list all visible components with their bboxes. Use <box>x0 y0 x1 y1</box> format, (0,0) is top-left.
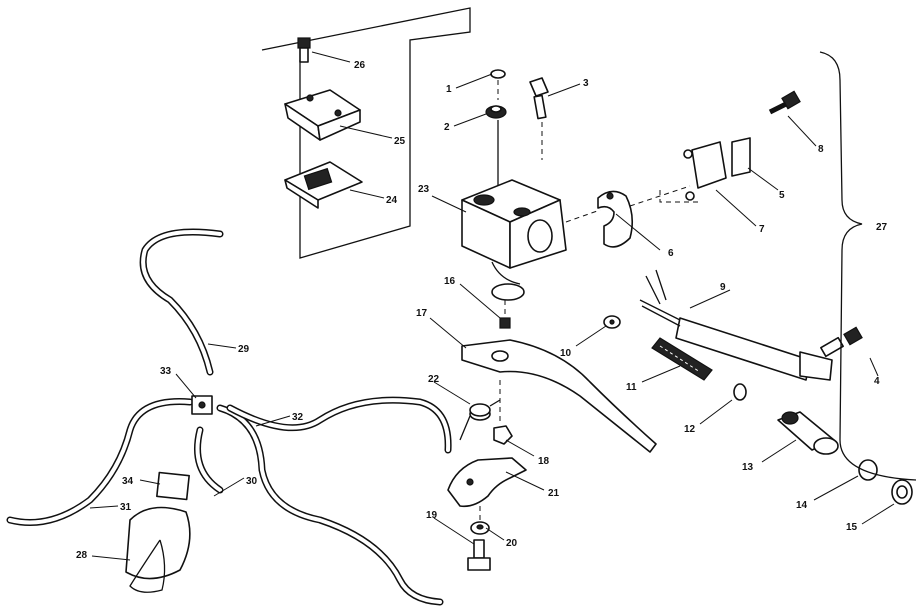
callout-10: 10 <box>560 348 572 359</box>
callout-14: 14 <box>796 500 808 511</box>
part-21-park-lever <box>447 457 527 508</box>
callout-26: 26 <box>354 60 366 71</box>
part-16-nut <box>499 317 511 329</box>
part-7-bracket <box>683 141 727 201</box>
callout-12: 12 <box>684 424 696 435</box>
part-23-master-cylinder <box>461 179 567 301</box>
part-22-spring <box>459 399 501 441</box>
callout-33: 33 <box>160 366 172 377</box>
callout-11: 11 <box>626 382 637 393</box>
callout-9: 9 <box>720 282 726 293</box>
callout-25: 25 <box>394 136 406 147</box>
part-19-bolt <box>467 539 491 571</box>
part-2-grommet <box>485 105 507 119</box>
part-34-clamp <box>156 471 190 501</box>
callout-13: 13 <box>742 462 754 473</box>
part-14-seal <box>858 459 878 481</box>
callout-2: 2 <box>444 122 450 133</box>
part-11-spring <box>651 337 713 381</box>
callout-32: 32 <box>292 412 304 423</box>
part-25-reservoir-cover <box>284 89 361 141</box>
callout-20: 20 <box>506 538 518 549</box>
part-33-tee-fitting <box>191 395 213 415</box>
callout-5: 5 <box>779 190 785 201</box>
part-6-clamp <box>597 190 634 248</box>
reservoir-frame <box>261 7 471 259</box>
callout-21: 21 <box>548 488 560 499</box>
callout-34: 34 <box>122 476 134 487</box>
callout-16: 16 <box>444 276 456 287</box>
part-17-brake-lever <box>461 339 657 453</box>
bracket-27 <box>819 51 917 481</box>
callout-28: 28 <box>76 550 88 561</box>
part-5-switch-pad <box>731 137 751 177</box>
callout-7: 7 <box>759 224 765 235</box>
callout-23: 23 <box>418 184 430 195</box>
callout-15: 15 <box>846 522 858 533</box>
callout-8: 8 <box>818 144 824 155</box>
callout-17: 17 <box>416 308 428 319</box>
part-24-diaphragm <box>284 161 363 209</box>
callout-1: 1 <box>446 84 452 95</box>
part-18-nut <box>493 425 513 445</box>
callout-19: 19 <box>426 510 438 521</box>
part-26-screw <box>297 37 311 63</box>
callout-4: 4 <box>874 376 880 387</box>
part-12-washer <box>733 383 747 401</box>
callout-18: 18 <box>538 456 550 467</box>
leader-lines <box>89 51 895 561</box>
part-20-washer <box>470 521 490 535</box>
callout-31: 31 <box>120 502 132 513</box>
part-15-boot <box>891 479 913 505</box>
callout-27: 27 <box>876 222 888 233</box>
callout-30: 30 <box>246 476 258 487</box>
callout-24: 24 <box>386 195 398 206</box>
callout-29: 29 <box>238 344 250 355</box>
part-9-brake-switch <box>639 269 833 381</box>
part-13-piston <box>777 411 839 455</box>
callout-22: 22 <box>428 374 440 385</box>
callout-3: 3 <box>583 78 589 89</box>
part-8-screw <box>768 90 801 115</box>
part-28-bracket <box>125 506 191 593</box>
callout-6: 6 <box>668 248 674 259</box>
part-10-washer <box>603 315 621 329</box>
brake-hoses <box>6 228 452 606</box>
part-1-washer <box>490 69 506 79</box>
callout-numbers: 1 2 3 4 5 6 7 8 9 10 11 12 13 14 15 16 1… <box>76 60 888 561</box>
part-3-pivot-bolt <box>529 77 549 120</box>
